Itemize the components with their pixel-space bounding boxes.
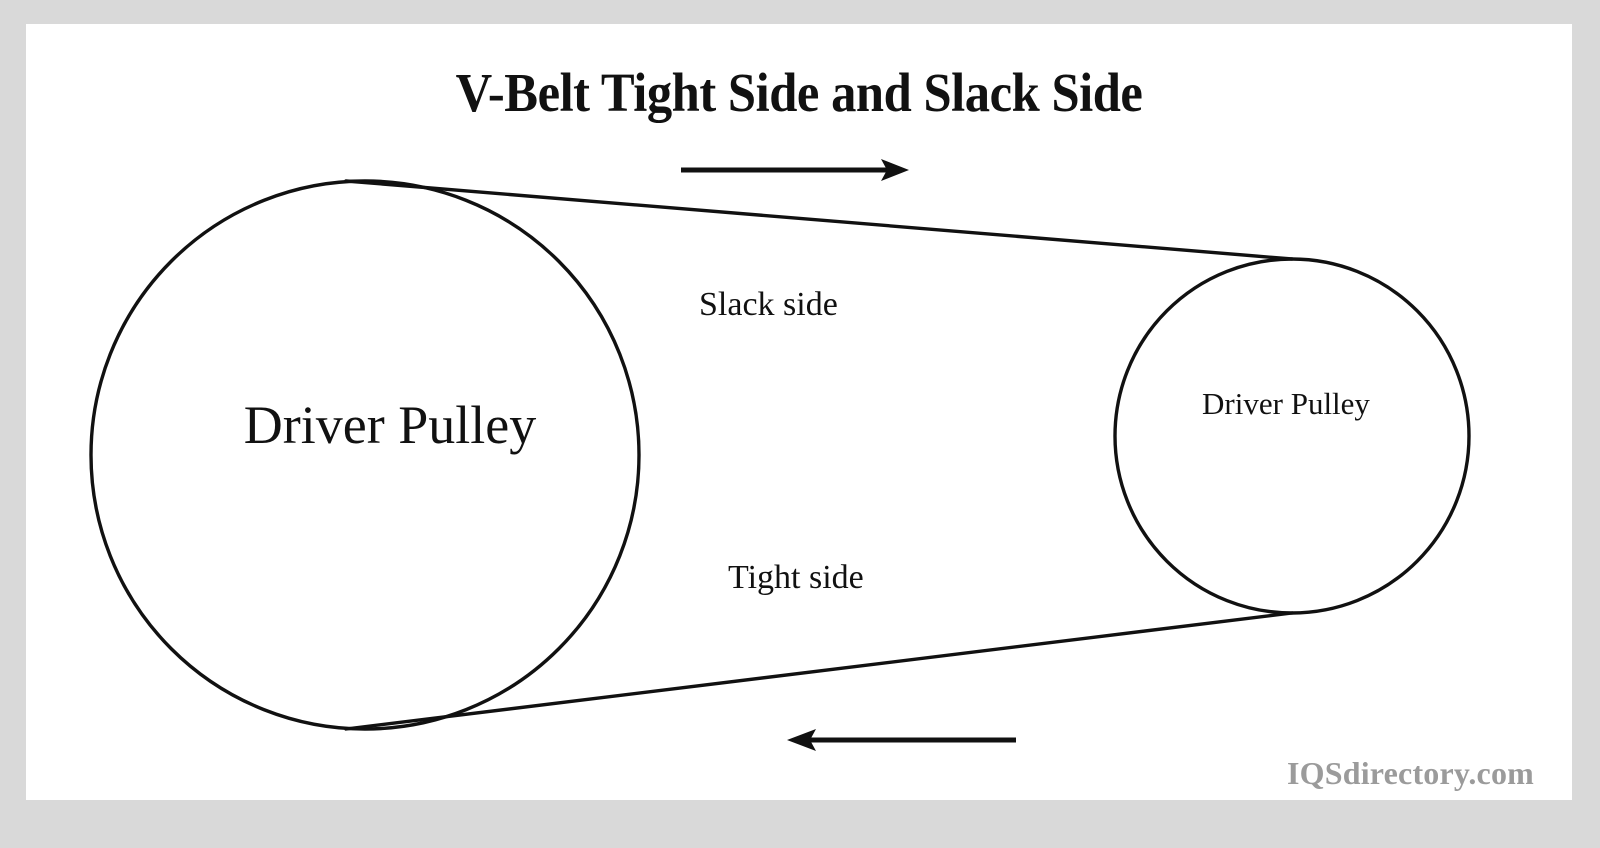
slack-side-label: Slack side — [699, 286, 838, 323]
upper-belt-span — [344, 179, 1294, 261]
left-pulley-label: Driver Pulley — [243, 395, 537, 455]
right-pulley-circle — [1113, 257, 1471, 615]
right-pulley-label: Driver Pulley — [1202, 386, 1370, 421]
diagram-canvas: V-Belt Tight Side and Slack Side Driver … — [26, 24, 1572, 800]
bottom-direction-arrow — [787, 729, 1016, 751]
belt-drive-drawing — [89, 159, 1471, 751]
page-title: V-Belt Tight Side and Slack Side — [455, 62, 1143, 123]
watermark: IQSdirectory.com — [1286, 755, 1534, 791]
lower-belt-span — [344, 611, 1294, 731]
tight-side-label: Tight side — [728, 559, 864, 596]
top-direction-arrow — [681, 159, 909, 181]
